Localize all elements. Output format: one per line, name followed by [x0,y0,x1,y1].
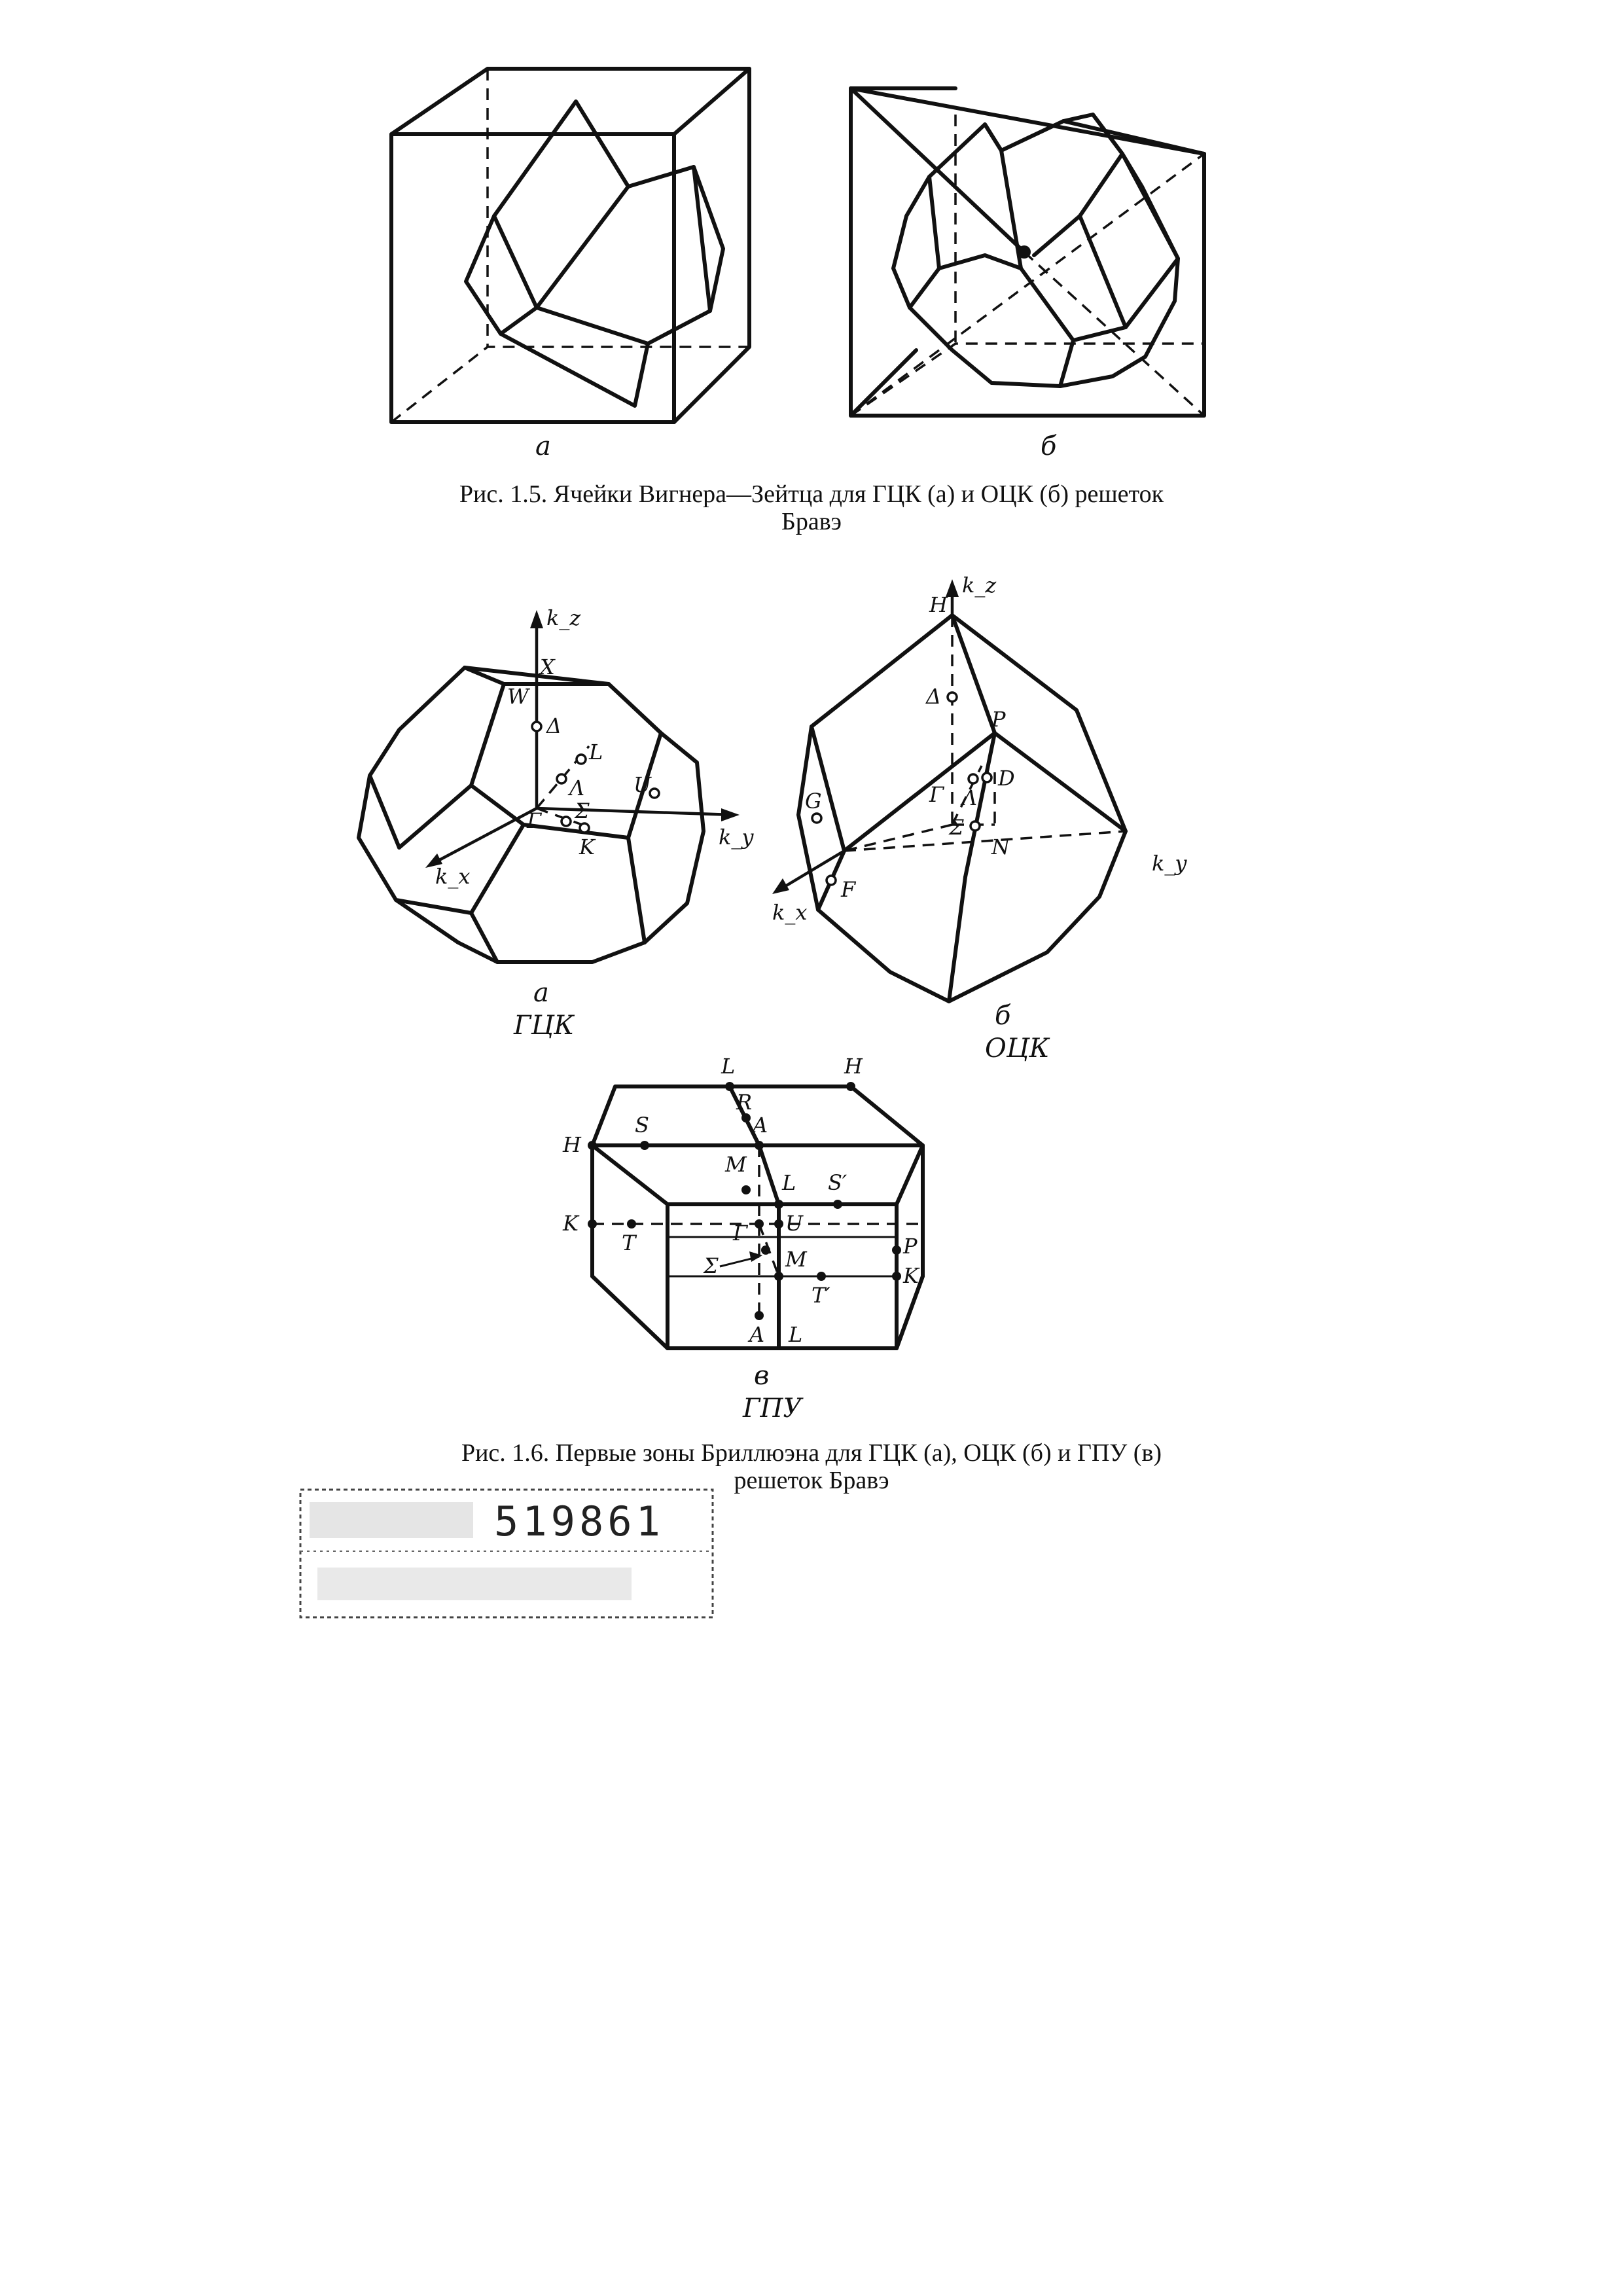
fig-1-6-caption: Рис. 1.6. Первые зоны Бриллюэна для ГЦК … [366,1439,1257,1495]
fcc-label-w: W [507,684,531,709]
fcc-label-sigma: Σ [574,798,590,823]
hcp-label-l-bottom: L [788,1322,802,1347]
hcp-brillouin-zone: L H R A S H M L S′ K T Γ U Σ M P K T′ A … [562,1054,925,1350]
fig-1-6-caption-line1: Рис. 1.6. Первые зоны Бриллюэна для ГЦК … [461,1439,1162,1467]
hcp-label-l-top: L [721,1054,735,1079]
fig-1-5-caption-line1: Рис. 1.5. Ячейки Вигнера—Зейтца для ГЦК … [459,480,1164,508]
library-stamp: 519861 [298,1486,717,1623]
bcc-label-kx: k_x [772,900,807,925]
hcp-label-m-top: M [724,1152,747,1177]
bcc-label-lambda: Λ [960,785,977,810]
fcc-label-delta: Δ [545,713,562,738]
fig-1-5-caption: Рис. 1.5. Ячейки Вигнера—Зейтца для ГЦК … [380,480,1243,536]
bcc-label-h: H [929,592,948,617]
fcc-label-lambda: Λ [567,776,584,800]
fcc-label-x: X [538,655,556,679]
bcc-label-gamma: Γ [929,782,945,807]
fcc-label-l: L [588,740,603,764]
bcc-lattice-name: ОЦК [985,1033,1050,1064]
hcp-label-t: T [622,1230,637,1255]
hcp-label-s: S [635,1113,649,1138]
hcp-label-r: R [736,1090,752,1115]
bcc-label-n: N [991,834,1010,859]
hcp-label-gamma: Γ [732,1221,749,1246]
hcp-label-t-prime: T′ [812,1283,830,1308]
bcc-label-sigma: Σ [948,815,964,840]
hcp-label-p: P [902,1234,918,1259]
fcc-label-u: U [633,772,652,797]
fig-1-5-caption-line2: Бравэ [781,507,842,535]
fig-1-6-caption-line2: решеток Бравэ [734,1466,889,1494]
hcp-label-k-left: K [562,1211,580,1236]
fig-1-5-sub-a: а [535,431,551,461]
wigner-seitz-bcc-drawing [849,86,1206,418]
hcp-label-m-bottom: M [785,1247,808,1272]
fcc-sub: а [533,978,549,1008]
bcc-label-g: G [805,789,822,814]
fcc-label-ky: k_y [719,825,754,850]
hcp-label-u: U [785,1211,804,1236]
stamp-frame [299,1488,714,1619]
hcp-label-a-top: A [751,1113,768,1138]
wigner-seitz-fcc-drawing [389,67,751,424]
bcc-label-kz: k_z [962,573,997,598]
hcp-label-s-prime: S′ [828,1170,847,1195]
fig-1-5-sub-b: б [1041,431,1057,461]
hcp-label-k-right: K [902,1263,920,1288]
fcc-label-kx: k_x [435,864,470,889]
stamp-number: 519861 [494,1498,664,1545]
hcp-label-h-left: H [562,1132,582,1157]
bcc-sub: б [995,1001,1011,1031]
hcp-label-a-bottom: A [747,1322,764,1347]
hcp-label-h-top: H [844,1054,863,1079]
bcc-label-ky: k_y [1152,851,1187,876]
fcc-lattice-name: ГЦК [513,1011,575,1041]
bcc-label-delta: Δ [925,684,941,709]
fcc-brillouin-zone: k_z X W Δ L Λ U Γ Σ K k_y k_x [357,605,754,964]
figure-1-5: а б [389,67,1206,461]
hcp-sub: в [754,1361,769,1391]
hcp-label-l-mid: L [781,1170,796,1195]
fcc-label-kz: k_z [546,605,581,630]
fcc-label-gamma: Γ [526,808,543,833]
fcc-label-k: K [579,834,596,859]
hcp-lattice-name: ГПУ [742,1393,804,1424]
figure-1-6: k_z X W Δ L Λ U Γ Σ K k_y k_x а ГЦК [357,573,1187,1424]
bcc-label-f: F [840,877,857,902]
bcc-label-d: D [997,766,1015,791]
bcc-label-p: P [991,707,1006,732]
hcp-label-sigma: Σ [703,1253,719,1278]
bcc-brillouin-zone: k_z H Δ P D Γ Λ G Σ N F k_x k_y [772,573,1187,1003]
